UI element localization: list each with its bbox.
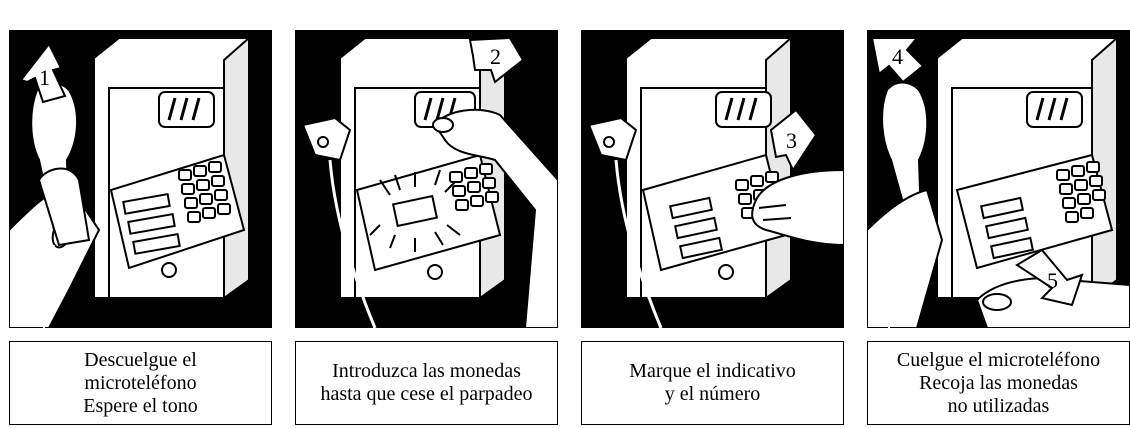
caption-line: Recoja las monedas [919,371,1078,394]
payphone [93,35,250,300]
hand-dialing [751,168,844,247]
step-1-arrow: 1 [19,42,67,104]
keypad [1056,161,1106,223]
payphone [625,35,792,300]
handset-cradle [301,116,377,328]
caption-line: hasta que cese el parpadeo [320,383,533,405]
step-4-arrow: 4 [870,37,925,84]
svg-text:3: 3 [786,128,797,153]
keypad [178,161,231,223]
step-4-caption: Cuelgue el microteléfono Recoja las mone… [867,341,1130,425]
caption-line: microteléfono [84,371,197,394]
svg-text:2: 2 [490,44,501,69]
step-2-caption: Introduzca las monedas hasta que cese el… [295,341,558,425]
caption-line: y el número [664,383,761,405]
keypad [449,163,499,211]
step-3-illustration: 3 [581,30,844,328]
blinking-display-icon [369,169,461,252]
caption-line: Marque el indicativo [629,360,796,382]
step-2-illustration: 2 [295,30,558,328]
step-3-caption: Marque el indicativo y el número [581,341,844,425]
caption-line: Introduzca las monedas [332,360,521,382]
hand-holding-handset [9,81,101,328]
step-1-illustration: 1 [9,30,272,328]
hand-inserting-coin [432,108,558,328]
step-3-arrow: 3 [769,108,818,173]
svg-text:5: 5 [1047,268,1058,293]
caption-line: Descuelgue el [84,348,197,371]
step-1-caption: Descuelgue el microteléfono Espere el to… [9,341,272,425]
hand-hanging-up-handset [867,81,944,328]
svg-text:1: 1 [39,65,50,90]
handset-cradle [587,116,663,328]
step-5-arrow: 5 [1015,248,1084,307]
step-4-illustration: 4 5 [867,30,1130,328]
step-2-arrow: 2 [468,36,525,84]
svg-text:4: 4 [892,44,903,69]
caption-line: no utilizadas [947,394,1050,417]
caption-line: Espere el tono [83,394,198,417]
caption-line: Cuelgue el microteléfono [896,348,1101,371]
